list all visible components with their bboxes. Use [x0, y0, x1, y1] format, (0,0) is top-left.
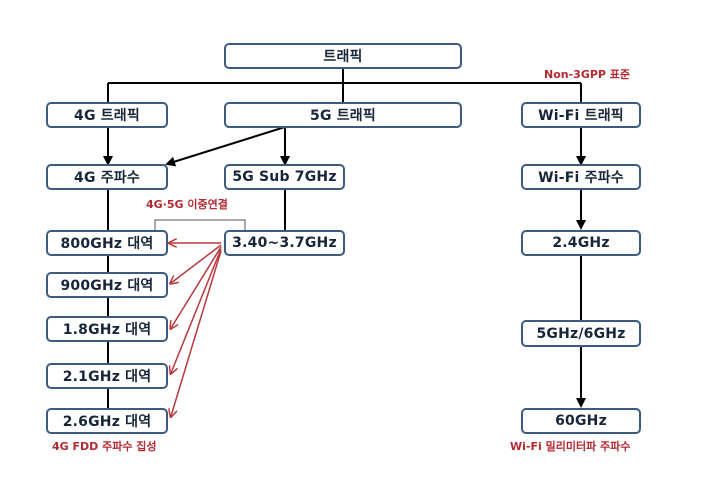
non-3gpp-note: Non-3GPP 표준 — [544, 68, 631, 81]
red-arrows — [170, 243, 222, 416]
traffic-5g-box: 5G 트래픽 — [224, 102, 462, 128]
traffic-wifi-box: Wi-Fi 트래픽 — [521, 102, 641, 128]
freq-4g-box: 4G 주파수 — [46, 164, 168, 190]
band-900-box: 900GHz 대역 — [46, 272, 168, 298]
top-tree-lines — [107, 68, 582, 103]
dual-connectivity-bracket — [154, 219, 246, 232]
band-1-8-box: 1.8GHz 대역 — [46, 316, 168, 342]
wifi-mmwave-note: Wi-Fi 밀리미터파 주파수 — [510, 440, 631, 453]
band-800-box: 800GHz 대역 — [46, 230, 168, 256]
wifi-5-6-box: 5GHz/6GHz — [521, 320, 641, 347]
traffic-4g-box: 4G 트래픽 — [46, 102, 168, 128]
wifi-2-4-box: 2.4GHz — [521, 230, 641, 256]
range-5g-box: 3.40~3.7GHz — [224, 230, 345, 256]
wifi-60-box: 60GHz — [521, 408, 641, 434]
band-2-1-box: 2.1GHz 대역 — [46, 363, 168, 389]
arrow-5g-traffic-to-4g-freq — [165, 126, 286, 167]
fdd-aggregation-note: 4G FDD 주파수 집성 — [52, 440, 157, 453]
traffic-box: 트래픽 — [224, 43, 462, 69]
freq-wifi-box: Wi-Fi 주파수 — [521, 164, 641, 190]
freq-5g-sub7-box: 5G Sub 7GHz — [224, 164, 345, 190]
black-arrows — [103, 126, 586, 408]
dual-connectivity-note: 4G·5G 이중연결 — [146, 198, 228, 211]
band-2-6-box: 2.6GHz 대역 — [46, 408, 168, 434]
plain-connectors — [107, 190, 582, 408]
